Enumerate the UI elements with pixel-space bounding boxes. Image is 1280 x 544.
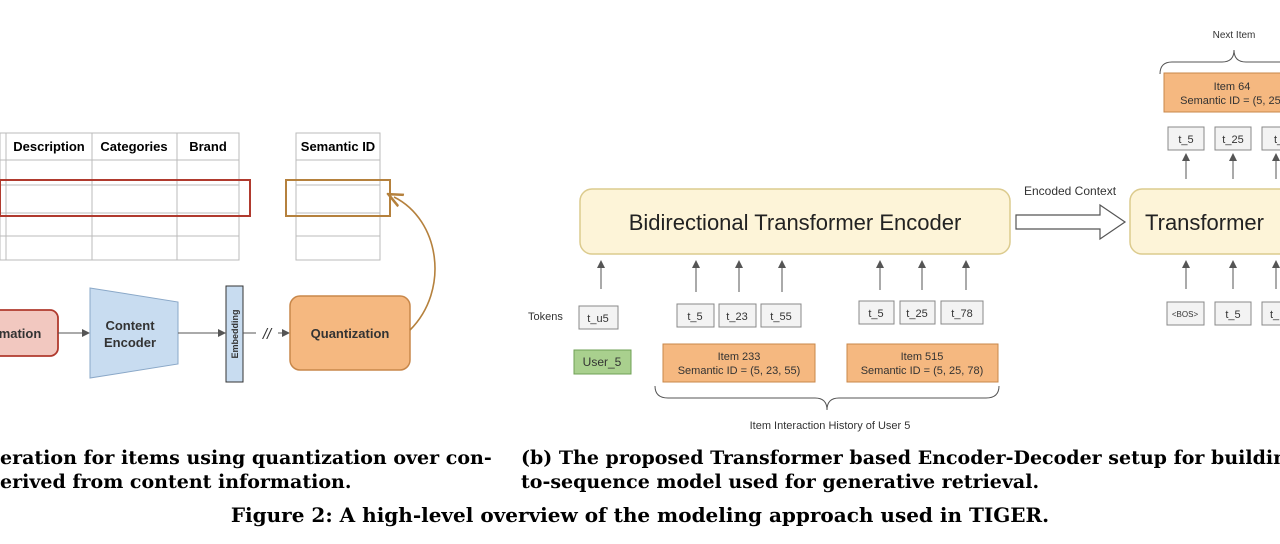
decoder-input-token-3 (1261, 301, 1280, 326)
panel-a-caption-line-1: eration for items using quantization ove… (0, 447, 492, 469)
item-515-line-2: Semantic ID = (5, 25, 78) (861, 365, 984, 377)
decoder-input-token-2 (1214, 301, 1252, 326)
user-token-text: t_u5 (587, 313, 608, 325)
item-515-box (846, 343, 999, 383)
history-brace (654, 385, 1000, 411)
panel-b-caption-line-1: (b) The proposed Transformer based Encod… (521, 447, 1280, 469)
decoder-output-token-1 (1167, 126, 1205, 151)
item1-token-1-text: t_5 (687, 311, 702, 323)
decoder-input-token-1-text: <BOS> (1172, 310, 1199, 319)
embedding-vector (225, 285, 244, 383)
decoder-box (1129, 188, 1280, 255)
next-item-brace (1159, 49, 1280, 75)
next-item-box (1163, 72, 1280, 113)
break-symbol: // (262, 326, 273, 343)
item1-token-3-text: t_55 (770, 311, 791, 323)
item2-token-3-text: t_78 (951, 308, 972, 320)
next-item-label: Next Item (1213, 30, 1256, 41)
item2-token-2-box (899, 300, 936, 325)
quantization-box (289, 295, 411, 371)
quantization-label: Quantization (311, 326, 390, 341)
encoder-box (579, 188, 1011, 255)
arrow-quantization-to-semantic-id (394, 197, 436, 331)
encoded-context-label: Encoded Context (1024, 184, 1117, 198)
table-header-categories: Categories (100, 139, 167, 154)
panel-a-caption-line-2: erived from content information. (0, 471, 352, 493)
item-233-box (662, 343, 816, 383)
next-item-line-1: Item 64 (1214, 81, 1251, 93)
item2-token-3-box (940, 300, 984, 325)
item1-token-1-box (676, 303, 715, 328)
decoder-title: Transformer (1145, 210, 1264, 235)
table-header-brand: Brand (189, 139, 227, 154)
next-item-line-2: Semantic ID = (5, 25, (1180, 95, 1280, 107)
item2-token-1-box (858, 300, 895, 325)
item1-token-2-box (718, 303, 757, 328)
item-information-label: mation (0, 326, 41, 341)
selected-row-highlight (0, 179, 251, 217)
item-515-line-1: Item 515 (901, 351, 944, 363)
item1-token-2-text: t_23 (726, 311, 747, 323)
item2-token-2-text: t_25 (906, 308, 927, 320)
content-encoder-label-2: Encoder (104, 335, 156, 350)
user-token-box (578, 305, 619, 330)
encoder-title: Bidirectional Transformer Encoder (629, 210, 962, 235)
user-label: User_5 (583, 355, 622, 369)
item2-token-1-text: t_5 (868, 308, 883, 320)
history-label: Item Interaction History of User 5 (750, 420, 911, 432)
semantic-id-header: Semantic ID (301, 139, 375, 154)
figure-caption: Figure 2: A high-level overview of the m… (230, 503, 1050, 527)
decoder-output-token-2-text: t_25 (1222, 134, 1243, 146)
user-box (573, 349, 632, 375)
item1-token-3-box (760, 303, 802, 328)
decoder-output-token-2 (1214, 126, 1252, 151)
decoder-input-token-3-text: t_ (1270, 309, 1280, 321)
embedding-label: Embedding (230, 310, 240, 359)
decoder-output-token-1-text: t_5 (1178, 134, 1193, 146)
decoder-output-token-3-text: t_ (1274, 134, 1280, 146)
tokens-label: Tokens (528, 311, 563, 323)
semantic-id-table (295, 132, 381, 261)
item-233-line-1: Item 233 (718, 351, 761, 363)
item-233-line-2: Semantic ID = (5, 23, 55) (678, 365, 801, 377)
encoded-context-arrow (1015, 203, 1127, 241)
table-header-description: Description (13, 139, 85, 154)
decoder-output-token-3 (1261, 126, 1280, 151)
content-encoder-shape (89, 287, 179, 379)
panel-b-caption-line-2: to-sequence model used for generative re… (521, 471, 1040, 493)
content-encoder-label-1: Content (105, 318, 155, 333)
decoder-input-token-2-text: t_5 (1225, 309, 1240, 321)
item-table (0, 132, 240, 261)
decoder-input-token-1 (1166, 301, 1205, 326)
break-mask (256, 322, 278, 342)
